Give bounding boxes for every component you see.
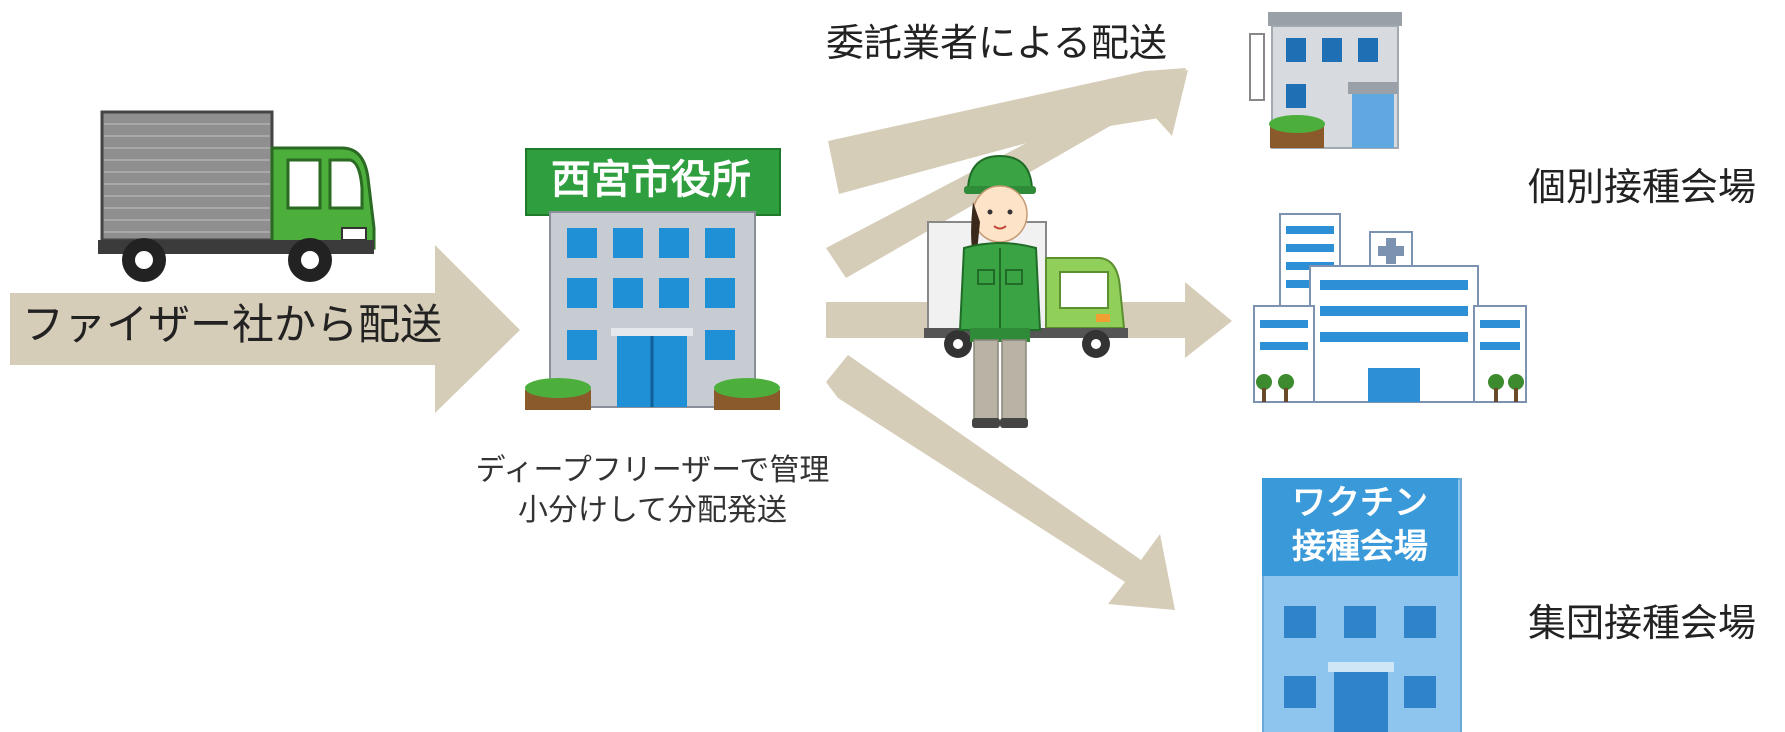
city-hall-building-icon <box>525 211 780 410</box>
vaccine-site-windows <box>1284 606 1436 732</box>
delivery-worker-illustration <box>958 154 1042 428</box>
vaccine-site-sign <box>1262 478 1458 576</box>
hospital-building-icon <box>1253 213 1527 403</box>
contractor-label: 委託業者による配送 <box>826 21 1167 65</box>
city-hall-sign-text: 西宮市役所 <box>551 157 751 203</box>
city-hall-note-line2: 小分けして分配発送 <box>517 493 788 528</box>
city-hall-note-line1: ディープフリーザーで管理 <box>475 453 830 488</box>
individual-sites-label: 個別接種会場 <box>1528 165 1757 209</box>
clinic-building-icon <box>1249 12 1402 149</box>
vaccine-sign-line1: ワクチン <box>1292 483 1428 523</box>
from-pfizer-label: ファイザー社から配送 <box>22 300 443 349</box>
vaccine-sign-line2: 接種会場 <box>1292 527 1428 567</box>
city-hall-sign <box>525 148 781 216</box>
group-sites-label: 集団接種会場 <box>1528 601 1757 645</box>
truck-illustration <box>98 110 376 282</box>
